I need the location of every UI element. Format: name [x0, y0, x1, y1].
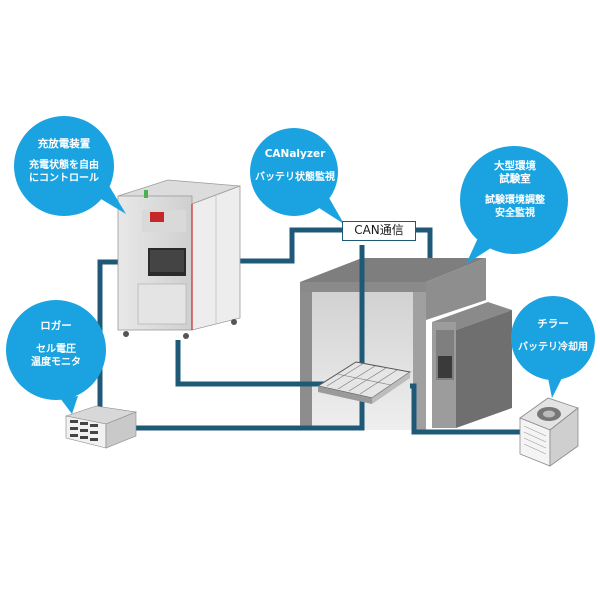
bubble-canalyzer-text: CANalyzer バッテリ状態監視: [250, 148, 340, 184]
bubble-logger: [6, 300, 106, 414]
chiller-desc: バッテリ冷却用: [518, 342, 588, 353]
canalyzer-title: CANalyzer: [264, 148, 326, 160]
bubble-charger: [14, 116, 126, 216]
chamber-desc-line-1: 試験環境調整: [485, 195, 545, 206]
charger-title: 充放電装置: [37, 138, 91, 150]
environmental-chamber-icon: [300, 258, 512, 430]
bubble-chiller: [511, 296, 595, 398]
bubble-chamber: [460, 146, 568, 264]
chamber-desc-line-2: 安全監視: [495, 208, 535, 219]
data-logger-icon: [64, 405, 138, 449]
cable-chiller: [410, 383, 520, 435]
charger-desc-line-2: にコントロール: [29, 173, 99, 184]
bubble-charger-text: 充放電装置 充電状態を自由 にコントロール: [24, 138, 104, 185]
bubble-chiller-text: チラー バッテリ冷却用: [511, 318, 595, 354]
bubble-canalyzer: [250, 128, 344, 224]
bubble-chamber-text: 大型環境 試験室 試験環境調整 安全監視: [470, 160, 560, 220]
cable-charger-can: [238, 227, 342, 264]
battery-pack-icon: [316, 361, 412, 404]
cable-charger-battery: [175, 340, 326, 387]
can-communication-label: CAN通信: [342, 221, 416, 241]
logger-title: ロガー: [40, 320, 72, 332]
chamber-title-line-2: 試験室: [499, 173, 531, 185]
cable-logger-main: [128, 398, 365, 431]
bubble-logger-text: ロガー セル電圧 温度モニタ: [16, 320, 96, 369]
canalyzer-desc: バッテリ状態監視: [255, 172, 335, 183]
chamber-title-line-1: 大型環境: [494, 160, 536, 172]
charger-desc-line-1: 充電状態を自由: [29, 160, 99, 171]
cable-can-battery: [416, 227, 433, 258]
charger-cabinet-icon: [117, 179, 241, 339]
chiller-title: チラー: [537, 318, 569, 330]
logger-desc-line-1: セル電圧: [36, 344, 76, 355]
logger-desc-line-2: 温度モニタ: [31, 357, 81, 368]
chiller-unit-icon: [519, 397, 579, 467]
